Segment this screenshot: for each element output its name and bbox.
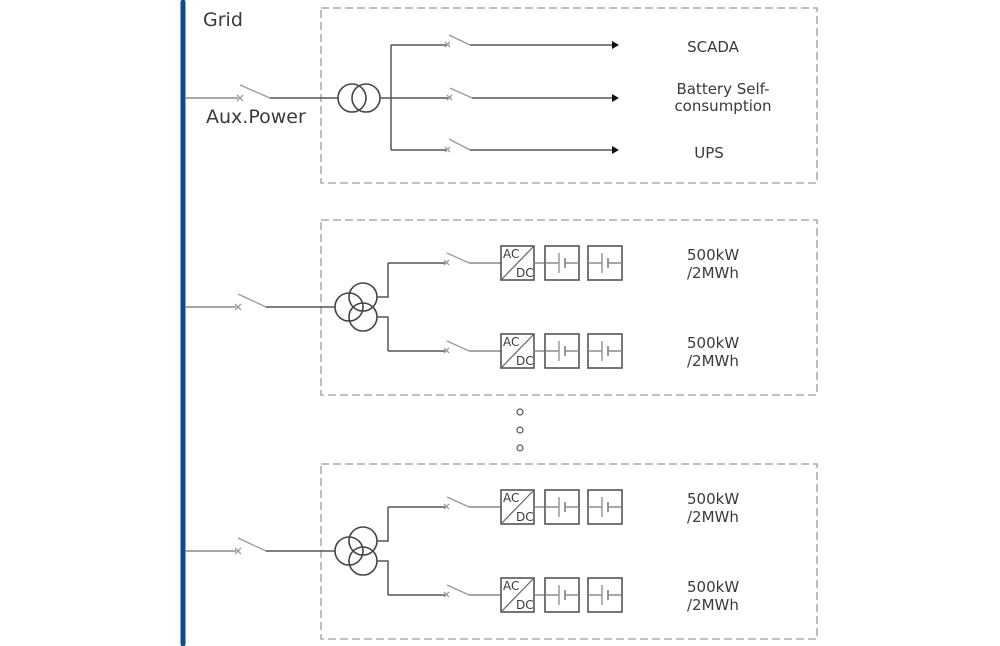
converter-dc-label: DC <box>516 354 534 368</box>
aux-power-section: Aux.Power SCADA <box>185 7 818 184</box>
grid-label: Grid <box>203 9 243 31</box>
three-winding-transformer-icon <box>334 282 378 332</box>
unit-rating-energy: /2MWh <box>687 508 739 526</box>
ac-dc-converter-icon: AC DC <box>500 333 535 369</box>
battery-icon <box>587 333 623 369</box>
storage-unit: AC DC 500kW/2MWh <box>388 245 739 282</box>
load-label-scada: SCADA <box>687 38 740 56</box>
unit-rating-energy: /2MWh <box>687 596 739 614</box>
unit-rating-power: 500kW <box>687 578 739 596</box>
storage-unit: AC DC 500kW/2MWh <box>388 577 739 614</box>
unit-breaker-icon <box>443 252 470 266</box>
storage-unit: AC DC 500kW/2MWh <box>388 489 739 526</box>
converter-ac-label: AC <box>503 247 519 261</box>
battery-icon <box>587 245 623 281</box>
converter-ac-label: AC <box>503 491 519 505</box>
unit-rating-power: 500kW <box>687 246 739 264</box>
load-label-ups: UPS <box>694 144 724 162</box>
battery-icon <box>587 577 623 613</box>
unit-breaker-icon <box>443 584 470 598</box>
load-label-battery-line2: consumption <box>674 97 771 115</box>
aux-feeder-scada <box>391 34 619 49</box>
ellipsis-dot <box>516 408 524 416</box>
arrow-icon <box>612 94 619 102</box>
aux-breaker-icon <box>236 84 271 102</box>
feeder-breaker-icon <box>234 537 267 555</box>
converter-dc-label: DC <box>516 598 534 612</box>
arrow-icon <box>612 41 619 49</box>
unit-breaker-icon <box>443 340 470 354</box>
arrow-icon <box>612 146 619 154</box>
battery-icon <box>544 245 580 281</box>
two-winding-transformer-icon <box>337 83 381 113</box>
ellipsis-more-sections-icon <box>516 408 524 452</box>
converter-dc-label: DC <box>516 266 534 280</box>
battery-icon <box>544 489 580 525</box>
unit-rating-power: 500kW <box>687 490 739 508</box>
unit-rating-energy: /2MWh <box>687 264 739 282</box>
converter-ac-label: AC <box>503 335 519 349</box>
feeder-breaker-icon <box>234 293 267 311</box>
aux-power-enclosure <box>320 7 818 184</box>
battery-icon <box>544 577 580 613</box>
storage-sections: ACDC500kW/2MWhACDC500kW/2MWhACDC500kW/2M… <box>185 219 818 640</box>
converter-dc-label: DC <box>516 510 534 524</box>
ac-dc-converter-icon: AC DC <box>500 245 535 281</box>
converter-ac-label: AC <box>503 579 519 593</box>
battery-icon <box>544 333 580 369</box>
unit-rating-power: 500kW <box>687 334 739 352</box>
ellipsis-dot <box>516 426 524 434</box>
aux-feeder-ups <box>391 138 619 154</box>
aux-power-label: Aux.Power <box>206 106 306 128</box>
aux-feeder-battery <box>391 87 619 102</box>
unit-breaker-icon <box>443 496 470 510</box>
unit-rating-energy: /2MWh <box>687 352 739 370</box>
three-winding-transformer-icon <box>334 526 378 576</box>
battery-icon <box>587 489 623 525</box>
ac-dc-converter-icon: AC DC <box>500 489 535 525</box>
ellipsis-dot <box>516 444 524 452</box>
ac-dc-converter-icon: AC DC <box>500 577 535 613</box>
storage-unit: AC DC 500kW/2MWh <box>388 333 739 370</box>
load-label-battery-line1: Battery Self- <box>676 80 769 98</box>
